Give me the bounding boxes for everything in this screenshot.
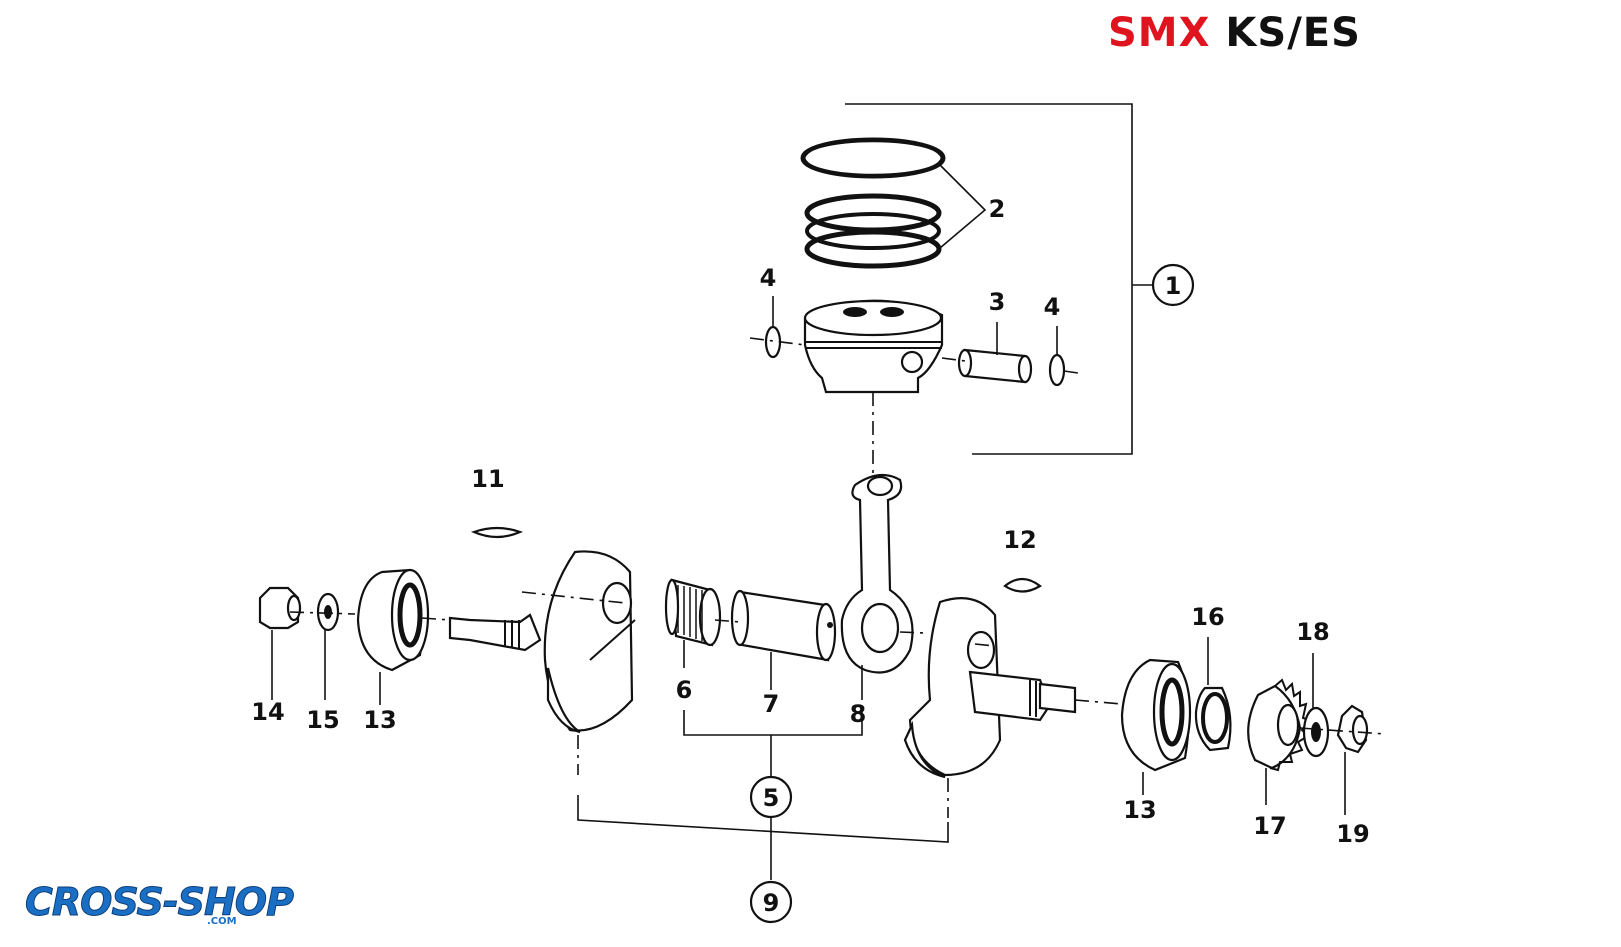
bracket-rod-kit — [683, 710, 863, 736]
main-bearing-left — [356, 568, 430, 672]
axis-crankpin-left — [521, 591, 626, 604]
needle-bearing — [664, 578, 722, 647]
woodruff-key-left — [470, 526, 524, 539]
callout-label-8: 8 — [850, 700, 867, 728]
flange-nut — [258, 586, 302, 630]
axis-crankpin-mid — [714, 619, 741, 623]
piston — [803, 299, 944, 394]
axis-right-shaft — [1074, 699, 1123, 705]
callout-label-7: 7 — [763, 690, 780, 718]
callout-label-5: 5 — [763, 784, 780, 812]
callout-label-19: 19 — [1336, 820, 1369, 848]
callout-label-18: 18 — [1296, 618, 1329, 646]
connecting-rod — [840, 473, 914, 674]
callout-label-13-left: 13 — [363, 706, 396, 734]
shaft-seal — [1194, 686, 1232, 752]
axis-pin-right — [1063, 370, 1079, 374]
axis-right-end — [1299, 727, 1386, 735]
callout-label-9: 9 — [763, 889, 780, 917]
callout-label-14: 14 — [251, 698, 284, 726]
woodruff-key-right — [1003, 577, 1042, 593]
crank-half-right — [903, 597, 1077, 779]
callout-label-1: 1 — [1165, 272, 1182, 300]
axis-left-shaft-2 — [421, 617, 451, 621]
callout-label-4-left: 4 — [760, 264, 777, 292]
leader-2 — [939, 164, 987, 249]
crank-half-left — [448, 550, 636, 734]
piston-rings — [800, 137, 946, 269]
callout-label-13-right: 13 — [1123, 796, 1156, 824]
logo-text: CROSS-SHOP — [25, 880, 295, 925]
axis-crankpin-right — [899, 631, 926, 634]
circlip-right — [1048, 353, 1066, 387]
axis-pin-mid — [941, 357, 966, 362]
axis-pin-left — [749, 337, 806, 346]
callout-label-15: 15 — [306, 706, 339, 734]
callout-label-12: 12 — [1003, 526, 1036, 554]
circlip-left — [764, 325, 782, 359]
crank-pin — [730, 589, 837, 662]
hex-nut — [1336, 704, 1369, 754]
crankshaft-gear — [1247, 678, 1311, 772]
callout-circle-5 — [749, 775, 793, 819]
axis-crankpin-right-2 — [974, 643, 996, 647]
callout-circle-9 — [749, 880, 793, 924]
bracket-piston-kit — [845, 103, 1133, 455]
callout-label-11: 11 — [471, 465, 504, 493]
title-model: KS/ES — [1225, 10, 1361, 56]
callout-label-17: 17 — [1253, 812, 1286, 840]
piston-pin — [957, 348, 1033, 384]
bracket-crankshaft — [577, 795, 949, 843]
logo-suffix: .COM — [207, 916, 237, 927]
callout-label-3: 3 — [989, 288, 1006, 316]
callout-label-16: 16 — [1191, 603, 1224, 631]
callout-label-2: 2 — [989, 195, 1006, 223]
diagram-title: SMX KS/ES — [1108, 10, 1361, 56]
callout-label-6: 6 — [676, 676, 693, 704]
callout-circle-1 — [1151, 263, 1195, 307]
title-brand: SMX — [1108, 10, 1211, 56]
cross-shop-logo: CROSS-SHOP .COM — [25, 880, 295, 928]
axis-left-shaft — [289, 611, 356, 615]
main-bearing-right — [1120, 658, 1192, 772]
callout-label-4-right: 4 — [1044, 293, 1061, 321]
